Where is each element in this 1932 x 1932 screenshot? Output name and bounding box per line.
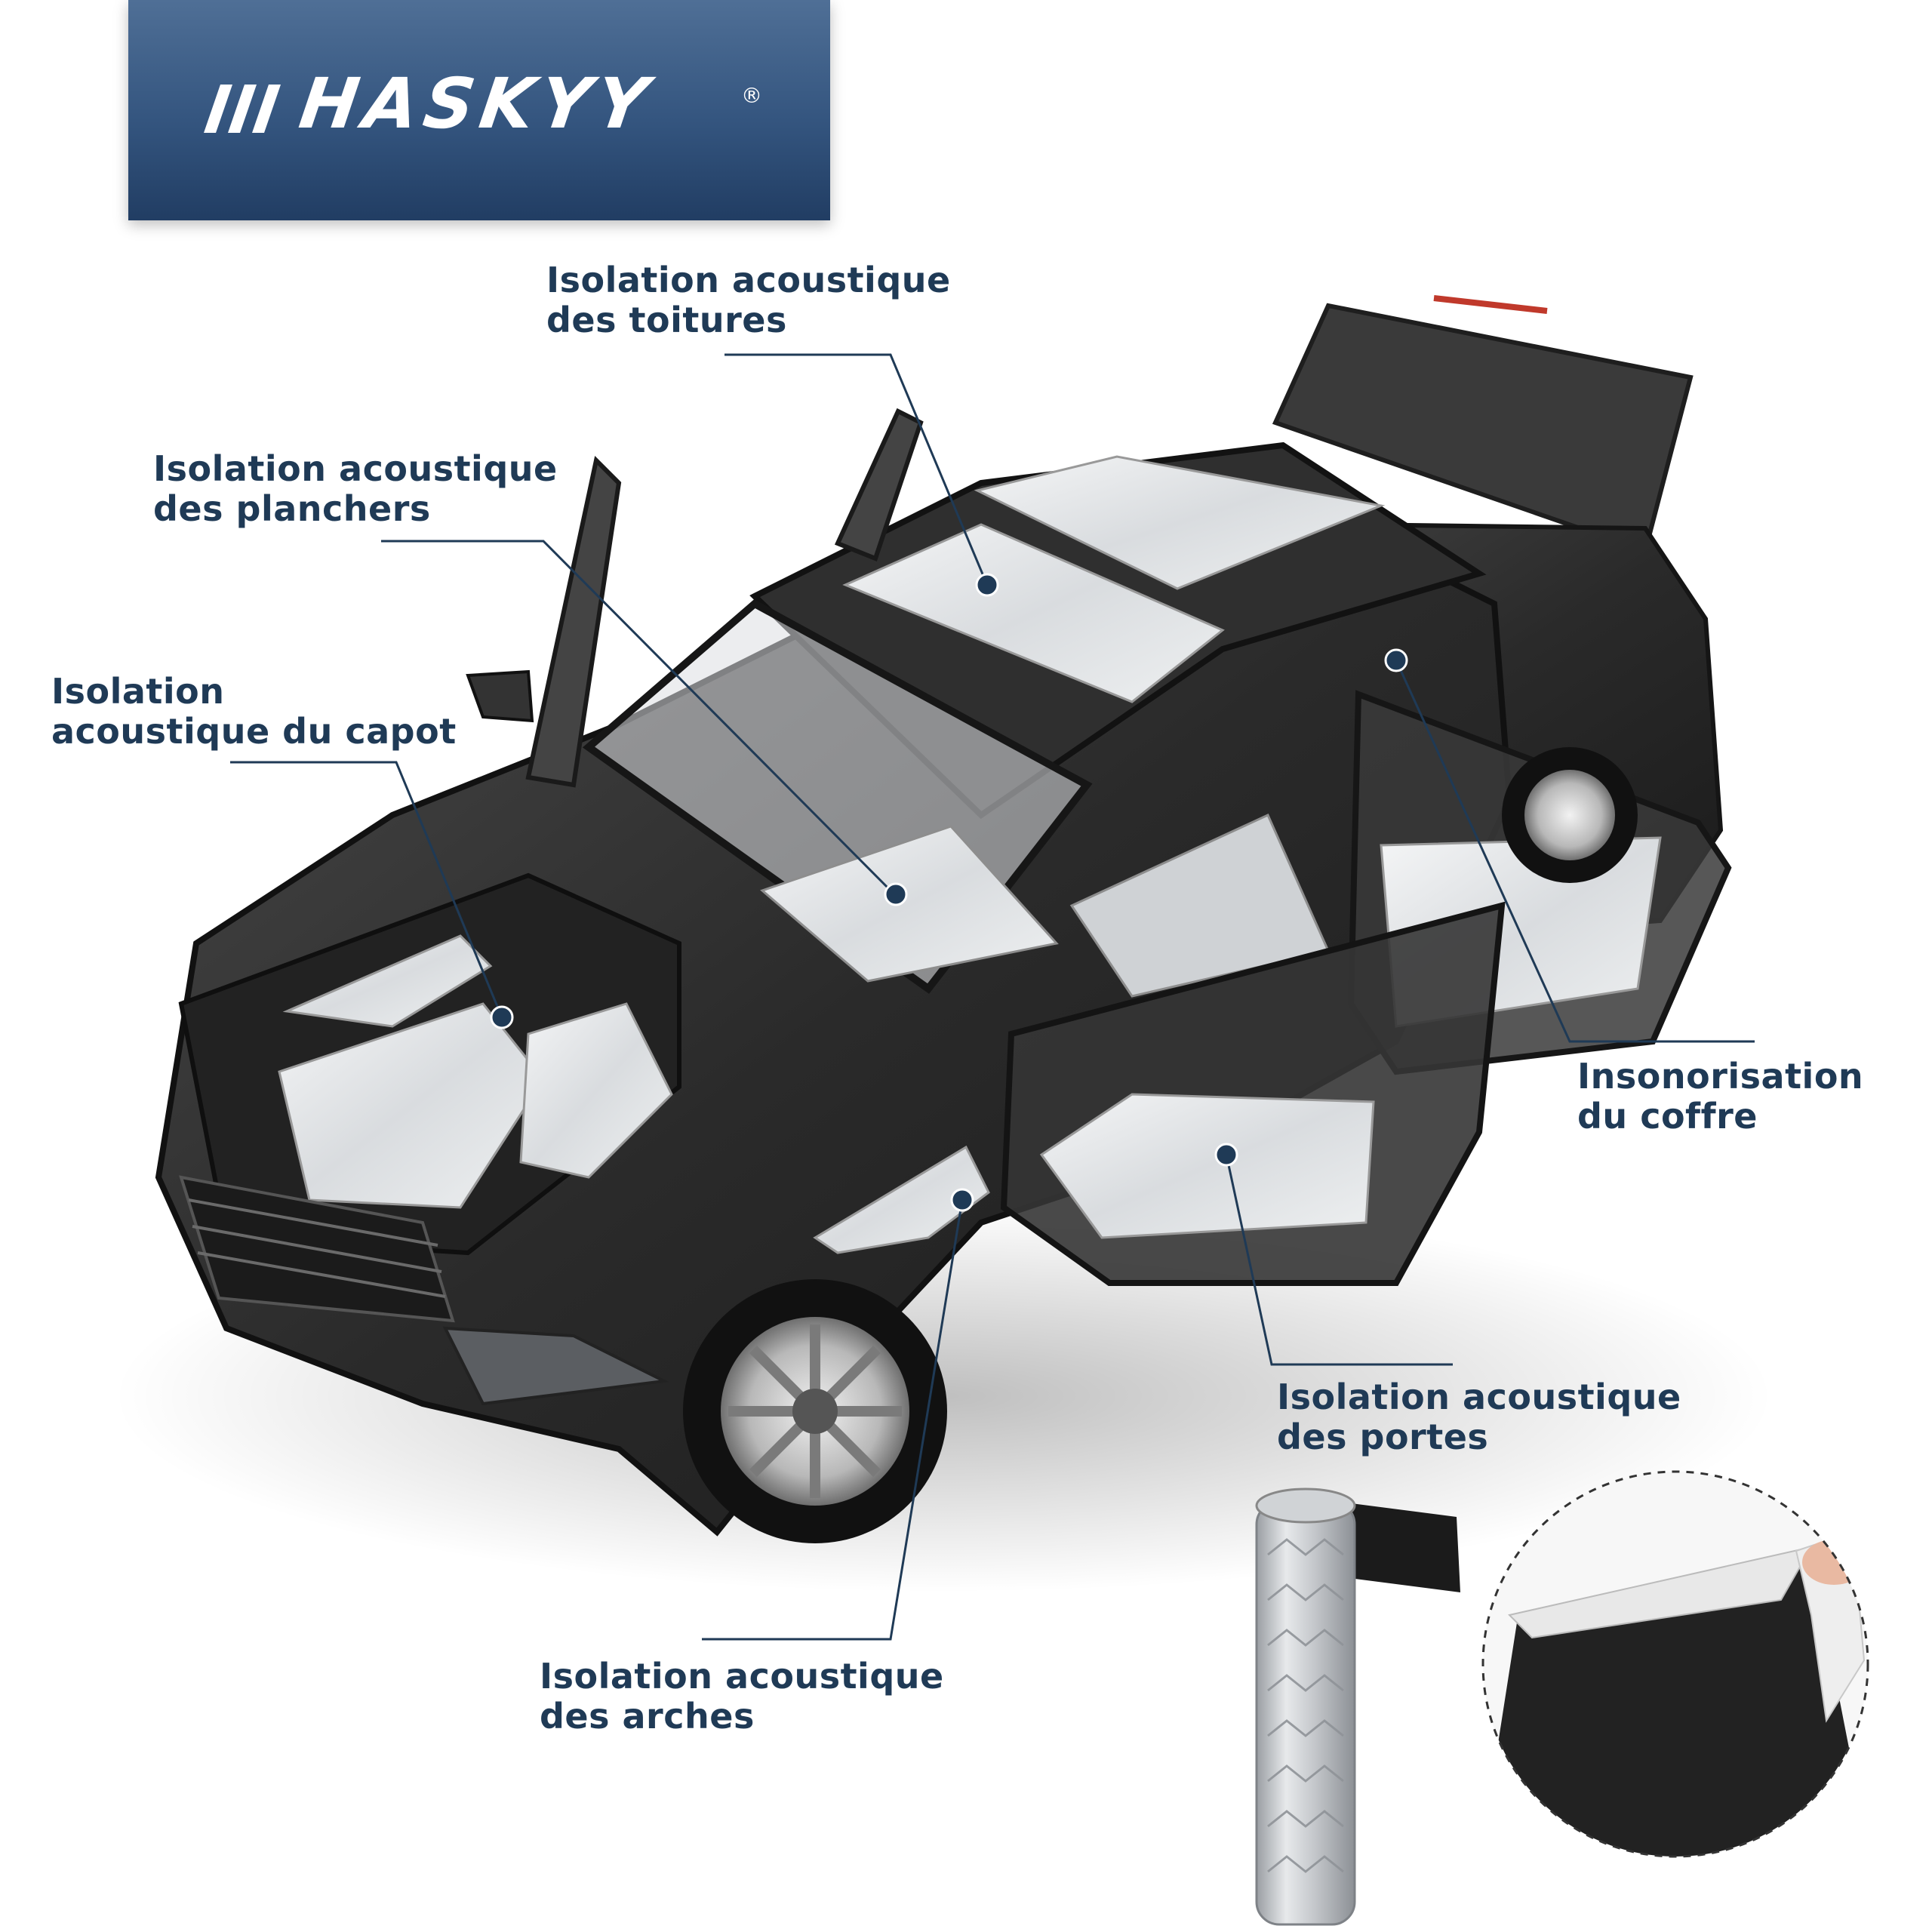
label-hood-line1: Isolation: [51, 671, 225, 712]
adhesive-sheet-closeup: [1481, 1470, 1869, 1858]
leader-roof: [724, 353, 989, 586]
registered-mark: ®: [741, 83, 762, 108]
label-floor-line2: des planchers: [153, 488, 431, 529]
leader-hood: [230, 761, 503, 1018]
leader-floor: [381, 540, 896, 896]
label-trunk: Insonorisation du coffre: [1577, 1057, 1863, 1137]
label-roof: Isolation acoustique des toitures: [546, 260, 951, 340]
label-roof-line1: Isolation acoustique: [546, 260, 951, 300]
dot-arches: [950, 1188, 974, 1212]
dot-hood: [490, 1005, 514, 1029]
label-floor-line1: Isolation acoustique: [153, 448, 558, 489]
leader-arches: [702, 1199, 964, 1641]
dot-roof: [975, 573, 999, 597]
leader-dots: [490, 573, 1408, 1212]
logo-stripes-icon: [204, 85, 281, 133]
insulation-roll: [1255, 1487, 1460, 1926]
label-arches: Isolation acoustique des arches: [540, 1657, 944, 1737]
label-arches-line1: Isolation acoustique: [540, 1656, 944, 1697]
leader-doors: [1225, 1154, 1453, 1366]
label-trunk-line1: Insonorisation: [1577, 1056, 1864, 1097]
label-hood: Isolation acoustique du capot: [51, 672, 457, 752]
dot-trunk: [1384, 648, 1408, 672]
label-doors-line1: Isolation acoustique: [1277, 1377, 1681, 1417]
label-hood-line2: acoustique du capot: [51, 711, 457, 752]
dot-doors: [1214, 1143, 1238, 1167]
brand-name: HASKYY: [294, 63, 659, 144]
label-arches-line2: des arches: [540, 1696, 755, 1737]
label-floor: Isolation acoustique des planchers: [153, 449, 558, 529]
brand-logo-banner: HASKYY ®: [128, 0, 830, 220]
label-doors-line2: des portes: [1277, 1417, 1489, 1457]
label-trunk-line2: du coffre: [1577, 1096, 1758, 1137]
leader-trunk: [1395, 660, 1755, 1043]
leader-lines: [230, 353, 1755, 1641]
car-illustration: [155, 295, 1732, 1543]
label-doors: Isolation acoustique des portes: [1277, 1377, 1681, 1457]
label-roof-line2: des toitures: [546, 300, 787, 340]
dot-floor: [884, 882, 908, 906]
